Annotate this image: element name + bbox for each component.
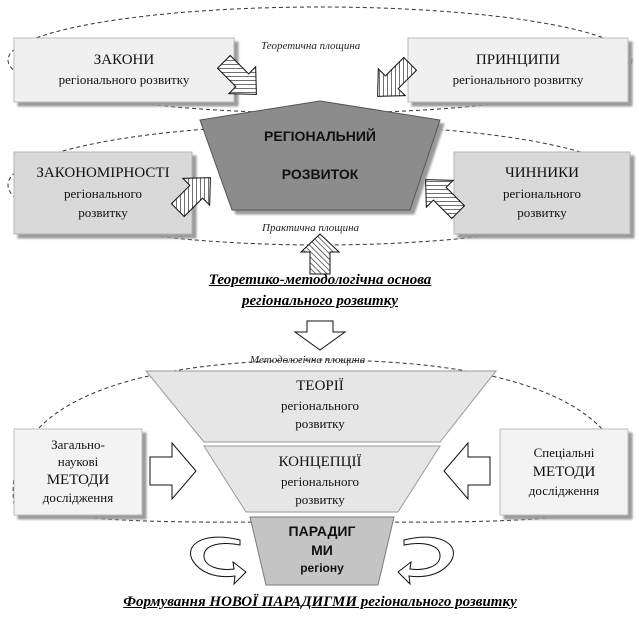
general-methods-line4: дослідження	[42, 490, 114, 506]
theories-line3: розвитку	[295, 416, 345, 432]
regional-development-pentagon	[199, 100, 441, 211]
principles-box-shape	[407, 37, 629, 103]
concepts-line2: регіонального	[281, 474, 359, 489]
arrow-regularities-to-center	[170, 177, 211, 218]
general-methods-line1: Загально-	[51, 436, 105, 452]
bottom-caption: Формування НОВОЇ ПАРАДИГМИ регіонального…	[123, 594, 517, 610]
factors-box: ЧИННИКИ регіонального розвитку	[454, 152, 630, 234]
arrow-down-to-methodology	[293, 320, 347, 351]
swirl-arrow-right	[397, 536, 454, 586]
paradigms-line1: ПАРАДИГ	[288, 523, 356, 539]
general-methods-line2: наукові	[57, 453, 99, 469]
paradigms-line3: регіону	[300, 560, 344, 575]
concepts-funnel-mid	[203, 445, 441, 513]
special-methods-box: Спеціальні МЕТОДИ дослідження	[500, 429, 628, 515]
center-line2: РОЗВИТОК	[281, 166, 359, 182]
special-methods-line1: Спеціальні	[533, 445, 595, 461]
arrow-special-methods-to-funnel	[443, 441, 491, 501]
regularities-title: ЗАКОНОМІРНОСТІ	[36, 165, 170, 182]
theories-line2: регіонального	[281, 398, 359, 413]
general-methods-box: Загально- наукові МЕТОДИ дослідження	[14, 429, 142, 515]
special-methods-box-shape	[499, 428, 629, 516]
concepts-label: КОНЦЕПЦІЇ регіонального розвитку	[220, 452, 420, 509]
laws-title: ЗАКОНИ	[93, 51, 155, 68]
methodological-plane-label: Методологічна площина	[250, 354, 366, 366]
regularities-line3: розвитку	[78, 204, 128, 220]
arrow-factors-to-center	[425, 179, 466, 220]
center-line1: РЕГІОНАЛЬНИЙ	[264, 128, 376, 144]
arrow-principles-to-center	[377, 56, 418, 97]
principles-subtitle: регіонального розвитку	[452, 72, 584, 88]
factors-line2: регіонального	[503, 186, 581, 202]
arrow-up-to-practical	[299, 233, 341, 275]
arrow-general-methods-to-funnel	[149, 441, 197, 501]
theories-label: ТЕОРІЇ регіонального розвитку	[220, 376, 420, 433]
practical-plane-label: Практична площина	[262, 222, 360, 234]
middle-caption-line1: Теоретико-методологічна основа	[208, 272, 432, 288]
regularities-line2: регіонального	[64, 186, 142, 202]
top-ellipse-lower	[7, 124, 633, 246]
regularities-box: ЗАКОНОМІРНОСТІ регіонального розвитку	[14, 152, 192, 234]
theories-funnel-top	[144, 370, 498, 443]
factors-box-shape	[453, 151, 631, 235]
swirl-arrow-left	[190, 536, 247, 586]
theories-title: ТЕОРІЇ	[296, 378, 344, 394]
concepts-title: КОНЦЕПЦІЇ	[278, 454, 362, 470]
arrow-laws-to-center	[216, 54, 257, 95]
theoretical-plane-label: Теоретична площина	[261, 40, 361, 52]
general-methods-line3: МЕТОДИ	[46, 471, 110, 488]
special-methods-line3: дослідження	[528, 483, 600, 499]
paradigms-funnel-bottom	[249, 516, 395, 586]
factors-line3: розвитку	[517, 204, 567, 220]
principles-title: ПРИНЦИПИ	[475, 51, 561, 68]
general-methods-box-shape	[13, 428, 143, 516]
factors-title: ЧИННИКИ	[505, 165, 579, 182]
paradigms-label: ПАРАДИГ МИ регіону	[262, 522, 382, 576]
laws-box: ЗАКОНИ регіонального розвитку	[14, 38, 234, 102]
concepts-line3: розвитку	[295, 492, 345, 508]
laws-subtitle: регіонального розвитку	[58, 72, 190, 88]
paradigms-line2: МИ	[311, 541, 333, 558]
special-methods-line2: МЕТОДИ	[532, 463, 596, 480]
middle-caption-line2: регіонального розвитку	[242, 293, 398, 309]
principles-box: ПРИНЦИПИ регіонального розвитку	[408, 38, 628, 102]
